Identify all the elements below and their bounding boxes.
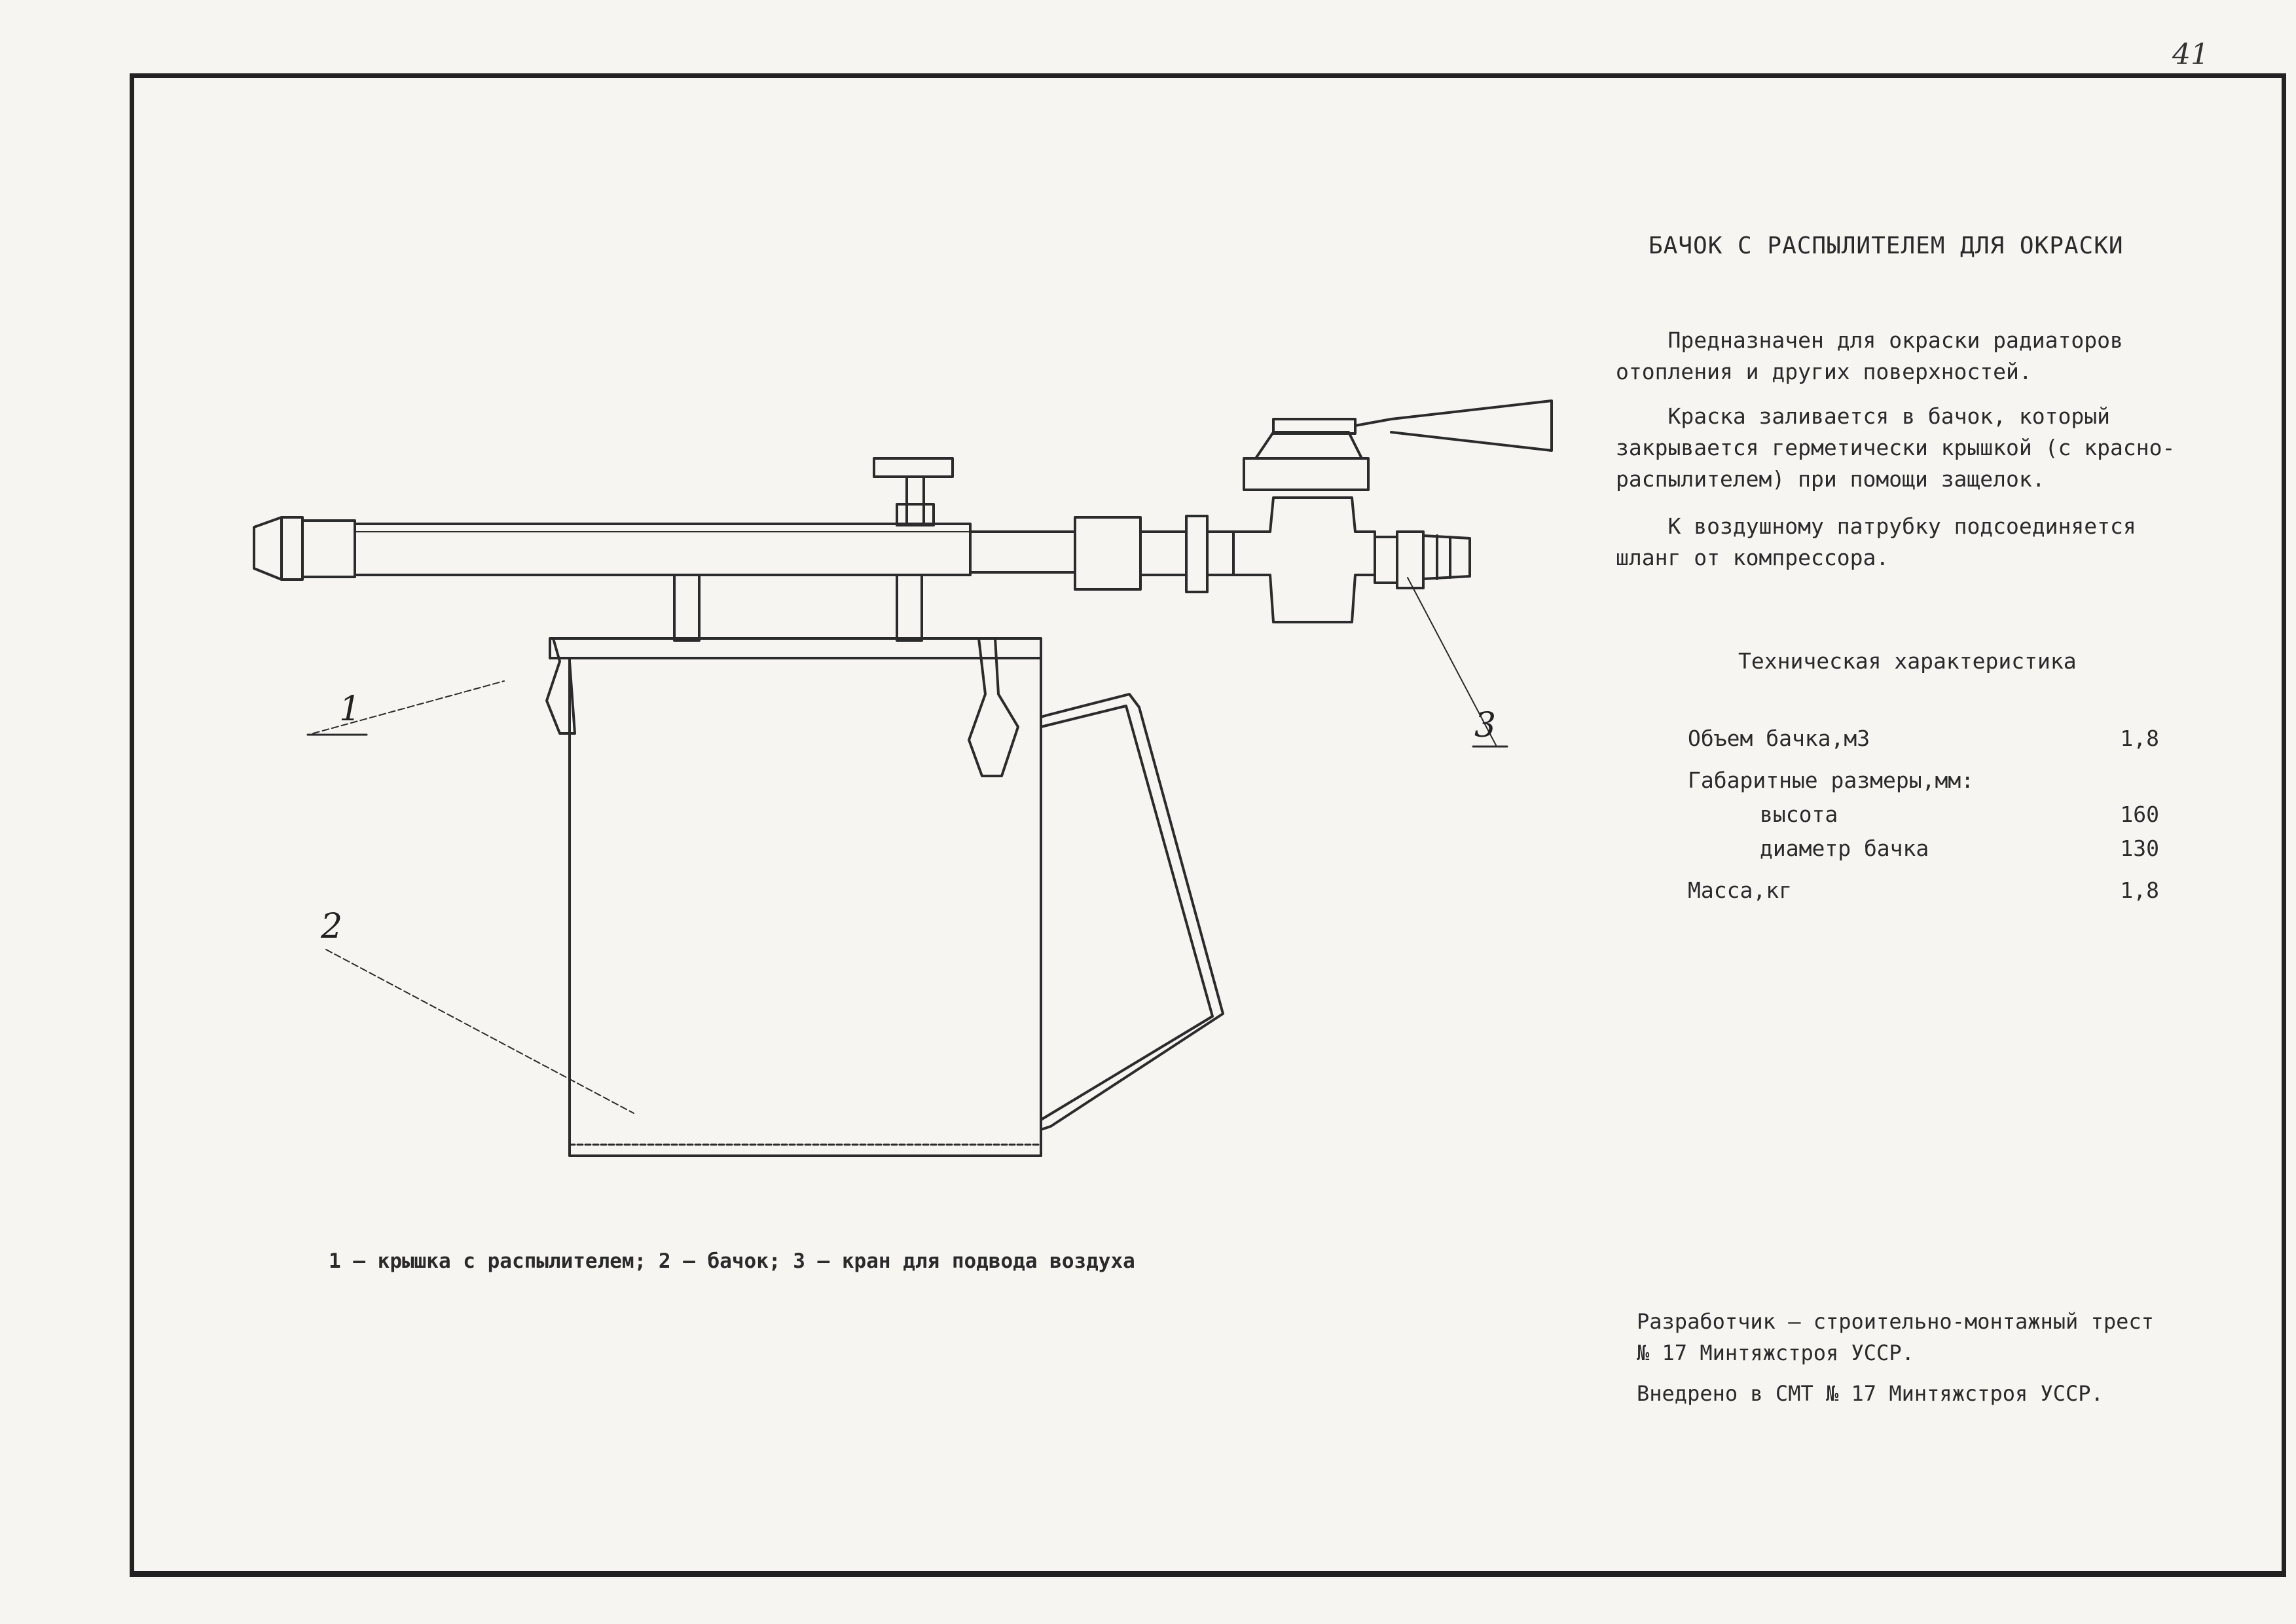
union-coupling: [1074, 516, 1142, 591]
drawing-sheet-frame: [130, 73, 2286, 1577]
tech-spec-value: 130: [2120, 836, 2159, 861]
description-paragraph-1: Предназначен для окраски радиаторов отоп…: [1616, 327, 2123, 384]
tech-spec-label: диаметр бачка: [1760, 836, 1929, 861]
description-paragraph-3: К воздушному патрубку подсоединяется шла…: [1616, 513, 2136, 570]
tech-spec-row: Масса,кг 1,8: [1688, 877, 2159, 912]
tech-specs-heading: Техническая характеристика: [1738, 648, 2077, 674]
air-valve-lever: [1354, 399, 1553, 452]
implementation-note: Внедрено в СМТ № 17 Минтяжстроя УССР.: [1637, 1381, 2104, 1406]
lid-latch-right: [968, 637, 1019, 777]
leader-line-3: [1407, 577, 1497, 746]
nozzle-tip: [253, 516, 304, 581]
tank-handle: [1040, 693, 1224, 1131]
tech-spec-label: Объем бачка,м3: [1688, 726, 1870, 751]
air-valve-body: [1232, 496, 1376, 623]
tech-spec-value: 160: [2120, 802, 2159, 827]
tank-lid: [549, 637, 1042, 659]
pipe-support-left: [673, 574, 701, 642]
drawing-caption: 1 – крышка с распылителем; 2 – бачок; 3 …: [329, 1249, 1135, 1273]
pipe-support-right: [896, 574, 923, 642]
callout-3: 3: [1474, 706, 1496, 745]
tech-specs-table: Объем бачка,м3 1,8 Габаритные размеры,мм…: [1688, 726, 2159, 912]
tech-spec-value: 1,8: [2120, 726, 2159, 751]
callout-2: 2: [320, 907, 342, 946]
leader-line-1: [312, 680, 505, 734]
tank-body: [568, 657, 1042, 1157]
description-paragraph-2: Краска заливается в бачок, который закры…: [1616, 403, 2176, 492]
leader-line-2: [325, 949, 634, 1114]
tech-spec-label: высота: [1760, 802, 1838, 827]
lid-latch-left: [545, 637, 576, 735]
tech-spec-value: 1,8: [2120, 877, 2159, 903]
sprayer-valve-stem: [905, 475, 925, 525]
page-number: 41: [2172, 38, 2209, 71]
callout-1: 1: [339, 690, 361, 729]
tech-spec-label: Габаритные размеры,мм:: [1688, 767, 1975, 793]
nozzle-nut: [301, 519, 356, 578]
tech-spec-row: Объем бачка,м3 1,8: [1688, 726, 2159, 767]
document-title: БАЧОК С РАСПЫЛИТЕЛЕМ ДЛЯ ОКРАСКИ: [1649, 232, 2124, 259]
hose-nipple: [1422, 534, 1471, 580]
tech-spec-row: Габаритные размеры,мм:: [1688, 767, 2159, 802]
developer-note: Разработчик – строительно-монтажный трес…: [1637, 1309, 2154, 1365]
tech-spec-label: Масса,кг: [1688, 877, 1792, 903]
hose-nipple-nut: [1374, 536, 1398, 584]
sprayer-valve-handle: [873, 457, 954, 478]
tech-spec-row: высота 160: [1688, 802, 2159, 836]
tech-spec-row: диаметр бачка 130: [1688, 836, 2159, 877]
